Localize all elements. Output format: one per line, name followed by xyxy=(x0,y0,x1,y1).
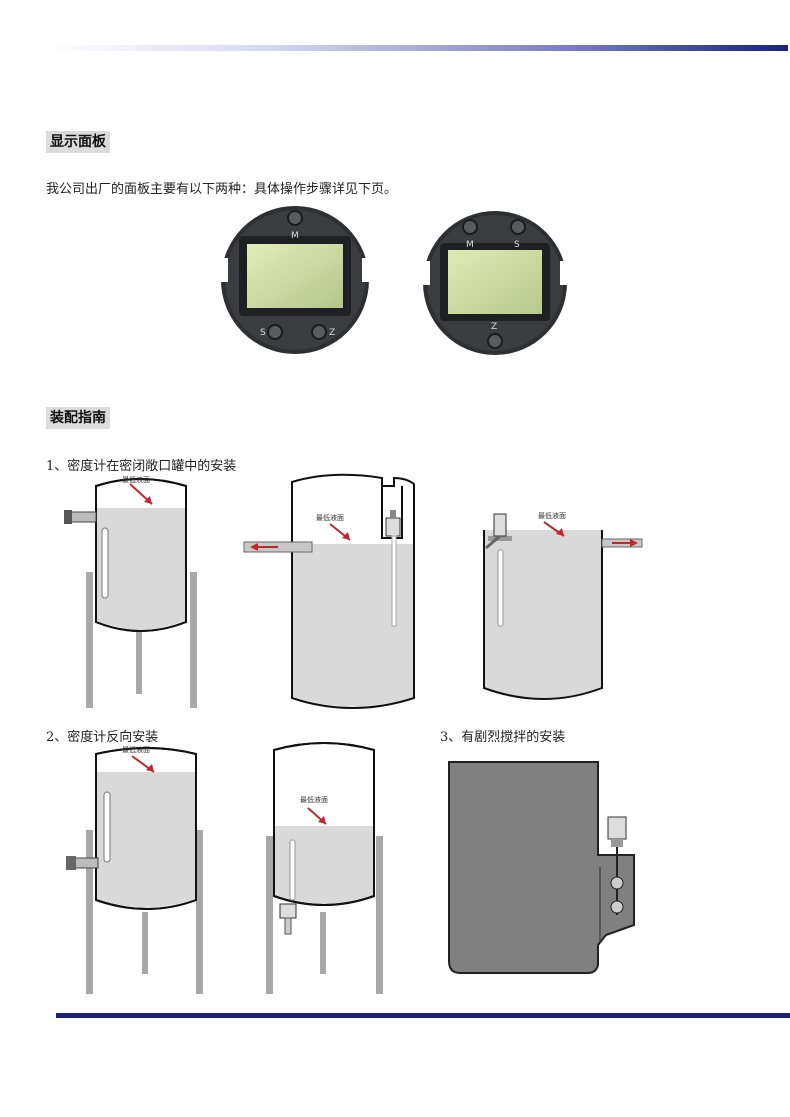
key-label-s: S xyxy=(514,240,520,250)
key-label-m: M xyxy=(291,231,299,241)
tank-diagram-closed-tank-top: 最低液面 xyxy=(243,473,415,709)
min-level-label: 最低液面 xyxy=(122,475,150,484)
assembly-item-3: 3、有剧烈搅拌的安装 xyxy=(440,730,566,745)
tank-diagram-reverse-side: 最低液面 xyxy=(66,745,203,994)
min-level-label: 最低液面 xyxy=(538,511,566,520)
min-level-label: 最低液面 xyxy=(122,745,150,754)
display-panel-intro: 我公司出厂的面板主要有以下两种：具体操作步骤详见下页。 xyxy=(46,182,398,197)
display-panel-1-image: M S Z xyxy=(215,200,375,360)
key-label-s: S xyxy=(260,328,266,338)
header-rule xyxy=(46,45,788,51)
tank-diagram-open-tank-side: 最低液面 xyxy=(64,475,197,708)
footer-rule xyxy=(56,1013,790,1018)
min-level-label: 最低液面 xyxy=(316,513,344,522)
assembly-item-1: 1、密度计在密闭敞口罐中的安装 xyxy=(46,459,237,474)
tank-diagram-reverse-bottom: 最低液面 xyxy=(266,742,383,994)
key-label-m: M xyxy=(466,240,474,250)
assembly-item-2: 2、密度计反向安装 xyxy=(46,730,159,745)
min-level-label: 最低液面 xyxy=(300,795,328,804)
key-label-z: Z xyxy=(329,328,335,338)
key-label-z: Z xyxy=(491,322,497,332)
display-panel-2-image: M S Z xyxy=(420,211,570,355)
tank-diagram-agitated xyxy=(448,761,635,974)
section-title-assembly: 装配指南 xyxy=(46,407,110,429)
section-title-display-panel: 显示面板 xyxy=(46,131,110,153)
tank-diagram-open-tank-top-mount: 最低液面 xyxy=(483,511,643,700)
